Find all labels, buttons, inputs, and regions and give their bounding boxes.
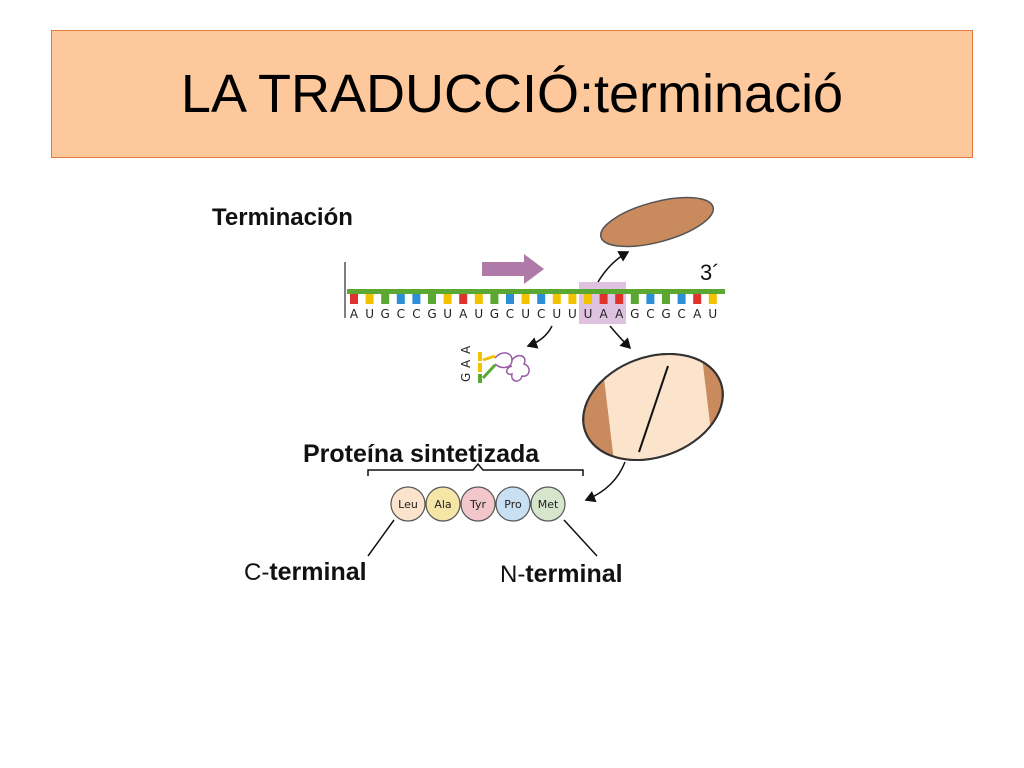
three-prime-label: 3´ — [700, 260, 720, 285]
amino-acid-label: Ala — [434, 498, 451, 511]
mrna-base-tick — [584, 294, 592, 304]
mrna-base-letter: C — [646, 307, 654, 321]
protein-label: Proteína sintetizada — [303, 440, 540, 468]
ribosome-large-subunit — [582, 340, 724, 470]
c-terminal-label: C-terminal — [244, 558, 367, 586]
mrna-base-tick — [630, 294, 639, 304]
mrna-base-tick — [599, 294, 608, 304]
mrna-base-letter: C — [506, 307, 514, 321]
amino-acid-chain: Leu Ala Tyr Pro Met — [390, 486, 566, 522]
mrna-base-letter: A — [693, 307, 702, 321]
mrna-base-letter: C — [397, 307, 405, 321]
amino-acid-circle — [460, 486, 496, 522]
mrna-base-tick — [537, 294, 546, 304]
arrow-to-small-subunit — [597, 251, 630, 283]
amino-acid-label: Leu — [398, 498, 418, 511]
mrna-base-letter: C — [677, 307, 685, 321]
diagram-heading: Terminación — [212, 204, 353, 231]
mrna-base-tick — [677, 294, 686, 304]
amino-acid-label: Met — [538, 498, 559, 511]
mrna-base-letter: U — [474, 307, 483, 321]
mrna-base-tick — [459, 294, 468, 304]
ribosome-small-subunit — [599, 196, 715, 248]
amino-acid-circle — [390, 486, 426, 522]
mrna-backbone — [347, 289, 725, 294]
mrna-base-letter: U — [708, 307, 717, 321]
mrna-base-letter: C — [412, 307, 420, 321]
mrna-base-letter: G — [630, 307, 639, 321]
mrna-base-letter: G — [490, 307, 499, 321]
mrna-base-tick — [428, 294, 436, 304]
trna-anticodon-1: G — [459, 373, 473, 382]
mrna-base-tick — [474, 294, 483, 304]
mrna-base-tick — [412, 294, 421, 304]
amino-acid-circle — [530, 486, 566, 522]
mrna-base-letter: U — [568, 307, 577, 321]
mrna-base-tick — [662, 294, 670, 304]
mrna-base-letter: A — [615, 307, 624, 321]
c-terminal-line — [367, 519, 395, 557]
n-terminal-line — [563, 519, 598, 557]
n-terminal-label: N-terminal — [500, 560, 623, 588]
mrna-base-tick — [708, 294, 717, 304]
mrna-base-tick — [646, 294, 655, 304]
mrna-base-tick — [396, 294, 405, 304]
amino-acid-label: Pro — [504, 498, 522, 511]
mrna-base-tick — [443, 294, 452, 304]
mrna-base-tick — [490, 294, 499, 304]
mrna-base-letter: U — [584, 307, 593, 321]
arrow-to-large-subunit — [609, 325, 632, 350]
mrna-base-tick — [506, 294, 514, 304]
mrna-base-letter: G — [661, 307, 670, 321]
mrna-base-letter: U — [521, 307, 530, 321]
mrna-base-letter: U — [443, 307, 452, 321]
mrna-base-tick — [615, 294, 624, 304]
slide-title: LA TRADUCCIÓ:terminació — [180, 64, 844, 124]
arrow-to-protein — [584, 461, 626, 503]
mrna-base-tick — [693, 294, 702, 304]
mrna-base-letter: C — [537, 307, 545, 321]
amino-acid-circle — [425, 486, 461, 522]
mrna-base-tick — [350, 294, 358, 304]
arrow-to-trna — [526, 325, 553, 349]
amino-acid-label: Tyr — [469, 498, 487, 511]
mrna-base-letter: U — [552, 307, 561, 321]
mrna-base-letter: A — [459, 307, 468, 321]
title-box: LA TRADUCCIÓ:terminació — [51, 30, 973, 158]
mrna-base-letter: G — [381, 307, 390, 321]
trna-anticodon-2: A — [459, 359, 473, 368]
mrna-base-tick — [568, 294, 577, 304]
mrna-base-tick — [552, 294, 561, 304]
trna-anticodon-3: A — [459, 345, 473, 354]
mrna-base-tick — [521, 294, 530, 304]
mrna-base-tick — [381, 294, 390, 304]
released-trna: G A A — [459, 345, 530, 383]
mrna-base-letter: A — [350, 307, 359, 321]
mrna-base-tick — [365, 294, 374, 304]
mrna-base-letter: U — [365, 307, 374, 321]
mrna-base-letter: A — [599, 307, 608, 321]
direction-arrow — [482, 254, 544, 284]
amino-acid-circle — [495, 486, 531, 522]
mrna-base-letter: G — [427, 307, 436, 321]
protein-brace — [367, 462, 584, 476]
